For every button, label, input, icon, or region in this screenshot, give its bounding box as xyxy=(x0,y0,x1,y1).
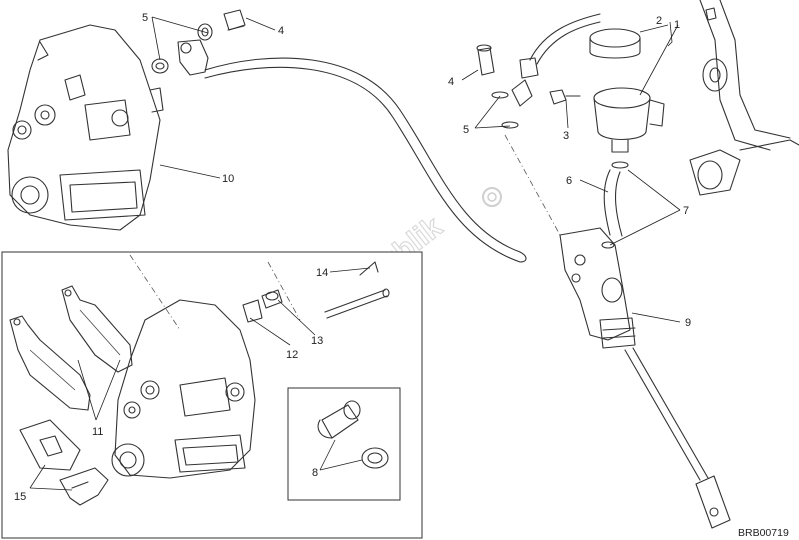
callout-4-right: 4 xyxy=(448,76,454,88)
callout-5-top: 5 xyxy=(142,12,148,24)
axis-line-inset-1 xyxy=(129,254,181,331)
axis-line-inset-2 xyxy=(267,261,301,321)
callout-3: 3 xyxy=(563,130,569,142)
callout-5-right: 5 xyxy=(463,124,469,136)
pad-pin xyxy=(324,261,390,319)
callout-numbers: 5 4 10 2 1 3 4 5 6 7 9 11 12 13 14 15 8 xyxy=(14,12,691,503)
brake-hose xyxy=(204,13,601,263)
brake-pad-right xyxy=(61,285,133,373)
callout-11: 11 xyxy=(92,426,103,438)
reservoir xyxy=(589,28,665,153)
gear-icon xyxy=(482,187,502,207)
callout-9: 9 xyxy=(685,317,691,329)
callout-12: 12 xyxy=(286,349,298,361)
callout-15: 15 xyxy=(14,491,26,503)
drawing-code: BRB00719 xyxy=(738,527,789,539)
push-rod xyxy=(624,347,731,529)
piston xyxy=(317,400,361,439)
callout-13: 13 xyxy=(311,335,323,347)
caliper-top xyxy=(7,24,164,231)
detail-box xyxy=(287,387,401,501)
callout-4-top: 4 xyxy=(278,25,284,37)
frame-section xyxy=(689,0,799,196)
callout-2: 2 xyxy=(656,15,662,27)
piston-seal xyxy=(361,447,389,469)
banjo-bolt-right xyxy=(476,44,539,129)
axis-line-right xyxy=(504,134,561,236)
master-cylinder xyxy=(559,227,636,349)
banjo-fitting-top xyxy=(151,9,246,76)
callout-1: 1 xyxy=(674,19,680,31)
callout-6: 6 xyxy=(566,175,572,187)
leader-lines xyxy=(29,16,681,491)
bleed-valve xyxy=(242,289,283,323)
callout-8: 8 xyxy=(312,467,318,479)
callout-7: 7 xyxy=(683,205,689,217)
pad-spring xyxy=(19,419,109,506)
caliper-inset xyxy=(111,299,256,479)
callout-14: 14 xyxy=(316,267,328,279)
reservoir-hose xyxy=(601,161,629,249)
callout-10: 10 xyxy=(222,173,234,185)
brake-pad-left xyxy=(9,315,91,411)
reservoir-bolt xyxy=(549,89,581,105)
